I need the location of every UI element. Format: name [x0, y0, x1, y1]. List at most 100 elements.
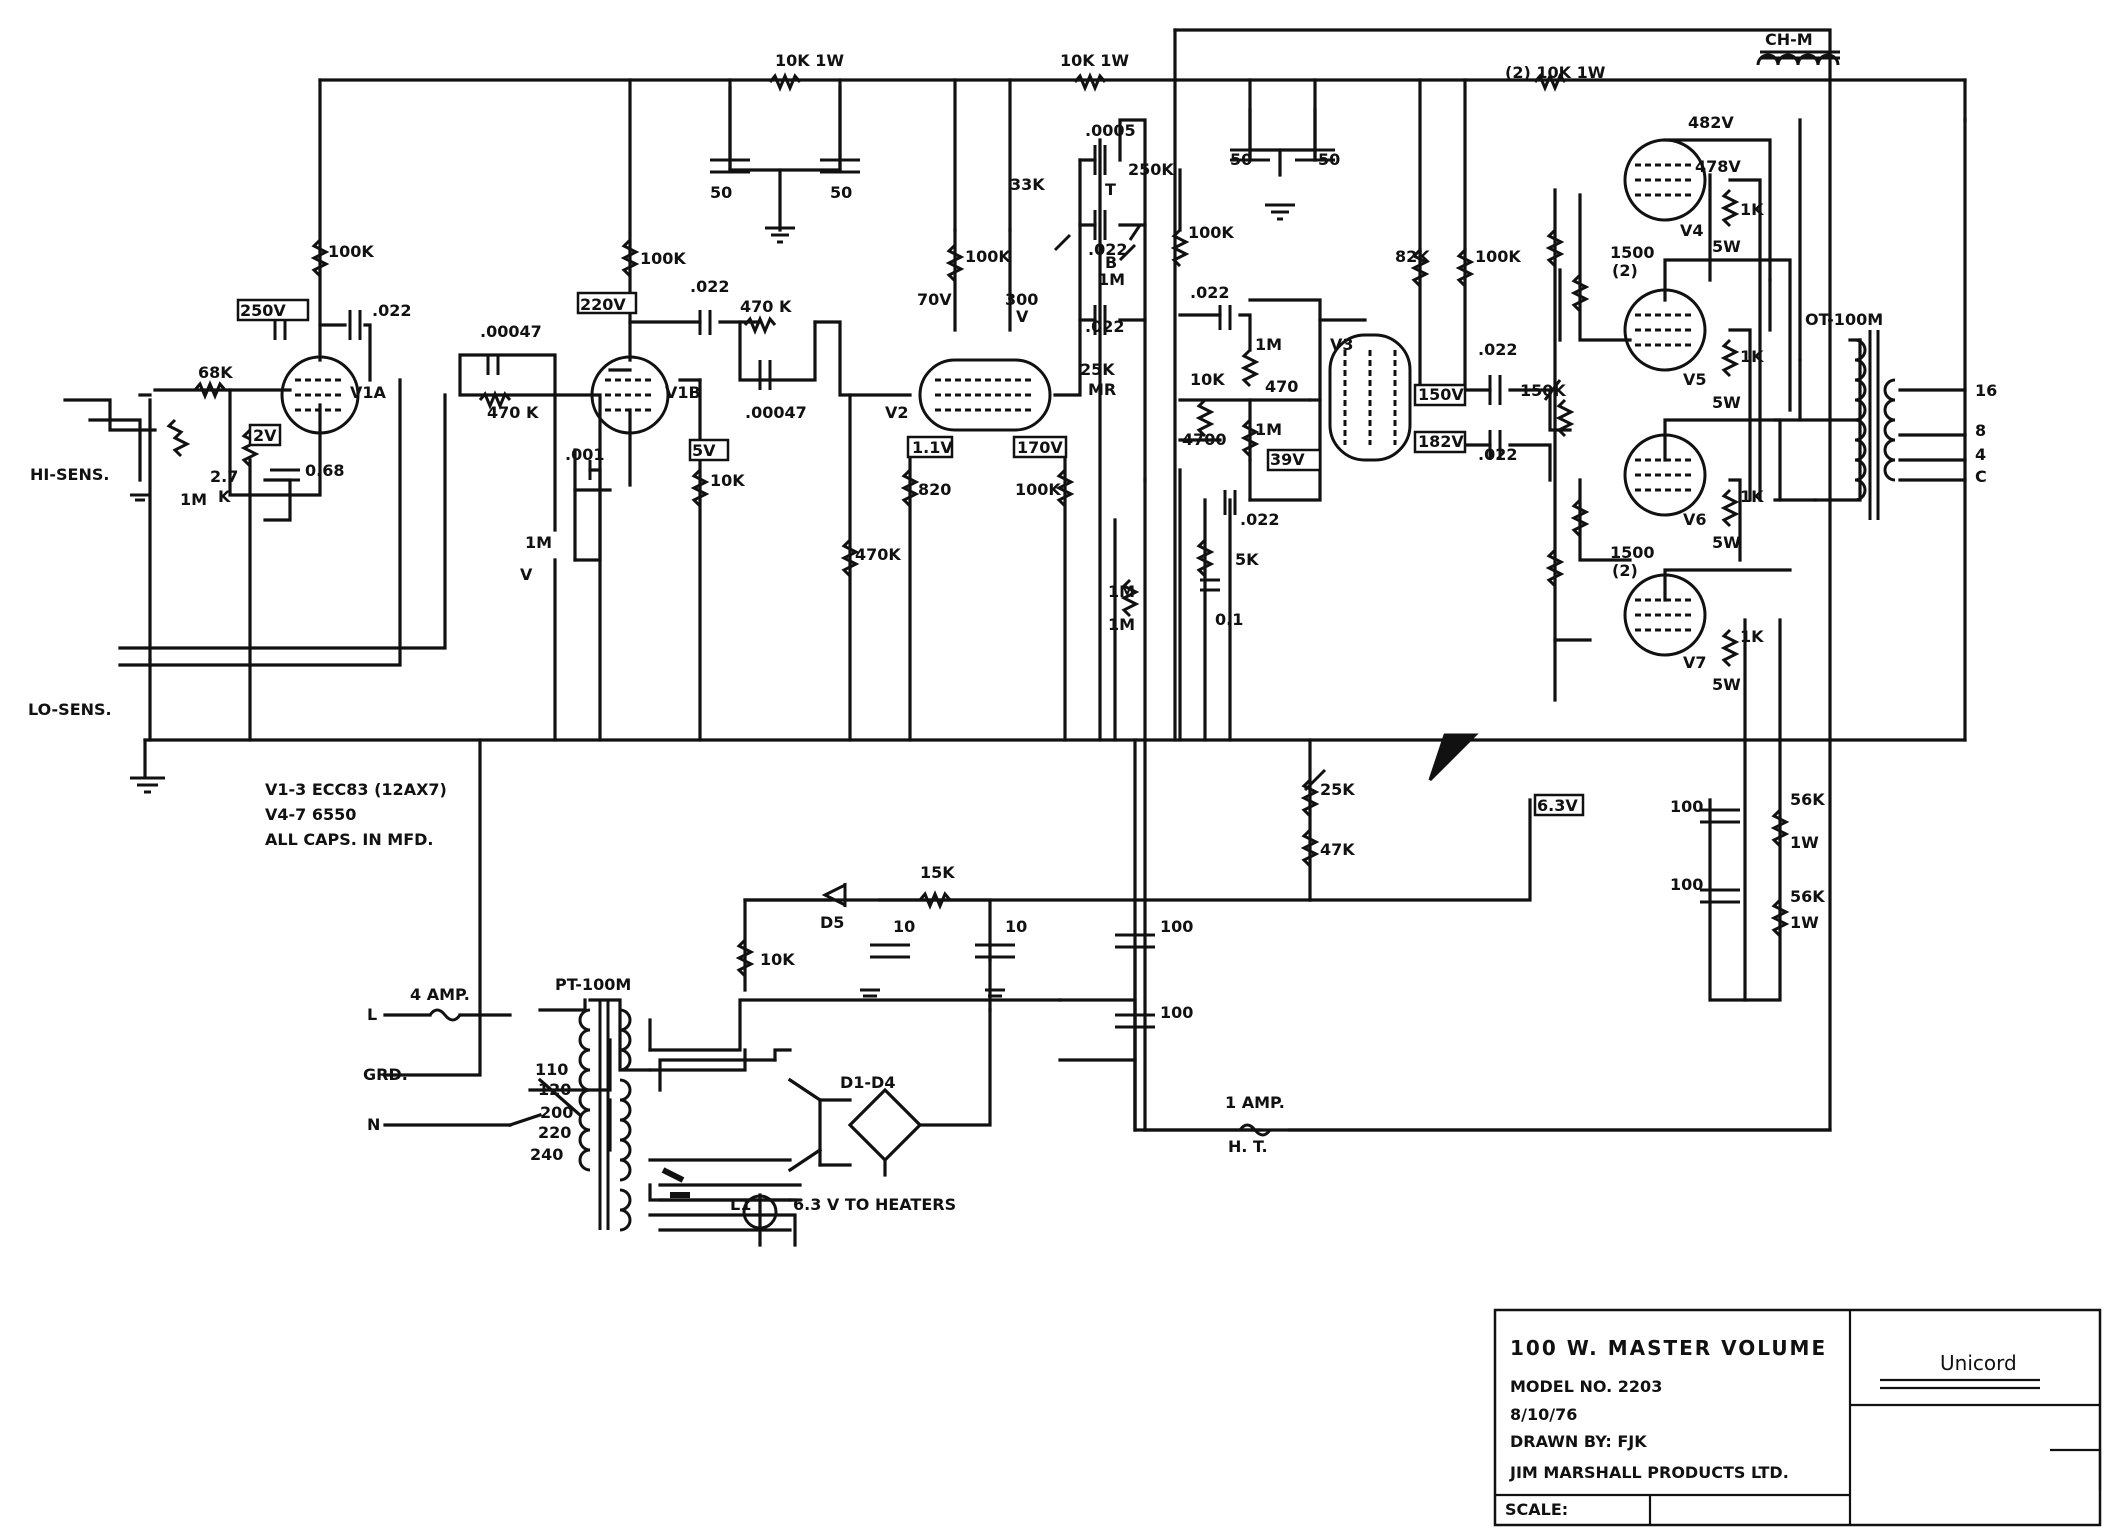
res-1500-a-qty: (2): [1612, 261, 1638, 280]
voltage-v3-a: 150V: [1418, 385, 1464, 404]
pot-treble-250k: 250K: [1128, 160, 1174, 179]
cap-100-b: 100: [1160, 1003, 1193, 1022]
cap-022-pi2: .022: [1240, 510, 1279, 529]
cap-50-a: 50: [710, 183, 732, 202]
res-1500-b-qty: (2): [1612, 561, 1638, 580]
output-tap-4: 4: [1975, 445, 1986, 464]
pot-middle-25k: 25K: [1080, 360, 1115, 379]
res-150k: 150K: [1520, 381, 1566, 400]
res-1k-v6: 1K: [1740, 487, 1764, 506]
cap-022-out-b: .022: [1478, 445, 1517, 464]
pot-treble-t: T: [1105, 180, 1116, 199]
input-lo-sens: LO-SENS.: [28, 700, 112, 719]
res-25k-bias: 25K: [1320, 780, 1355, 799]
tube-v2-envelope: [918, 358, 1052, 432]
cap-100-a: 100: [1160, 917, 1193, 936]
res-1m-mv-a: 1M: [1108, 582, 1135, 601]
tube-v2: V2: [885, 403, 909, 422]
res-47k: 47K: [1320, 840, 1355, 859]
tube-v7-envelope: [1623, 573, 1707, 657]
tube-v3: V3: [1330, 335, 1354, 354]
cap-10-a: 10: [893, 917, 915, 936]
cap-10-b: 10: [1005, 917, 1027, 936]
res-v2-cathode-b: 100K: [1015, 480, 1061, 499]
voltage-v3-c: 39V: [1270, 450, 1305, 469]
res-10k-1w-b: 10K 1W: [1060, 51, 1129, 70]
cap-001: .001: [565, 445, 604, 464]
cap-v1b-coupling: .022: [690, 277, 729, 296]
mains-neutral: N: [367, 1115, 380, 1134]
res-1500-a: 1500: [1610, 243, 1655, 262]
note-power-tubes: V4-7 6550: [265, 805, 356, 824]
mains-live: L: [367, 1005, 377, 1024]
voltage-power-screen: 478V: [1695, 157, 1741, 176]
res-1500-b: 1500: [1610, 543, 1655, 562]
tube-v7: V7: [1683, 653, 1707, 672]
res-10k-ps: 10K: [760, 950, 795, 969]
wires: [63, 28, 1967, 1247]
unicord-logo-fineprint: [1880, 1378, 2040, 1390]
res-5w-v4: 5W: [1712, 237, 1741, 256]
pilot-lamp-symbol: [742, 1194, 778, 1230]
fuse-ht-sub: H. T.: [1228, 1137, 1268, 1156]
power-transformer-label: PT-100M: [555, 975, 631, 994]
output-tap-c: C: [1975, 467, 1987, 486]
res-1m-pi-a: 1M: [1255, 335, 1282, 354]
res-v1b-plate: 100K: [640, 249, 686, 268]
cap-v1a-coupling: .022: [372, 301, 411, 320]
lamp-l1: L1: [730, 1195, 751, 1214]
tube-v3-envelope: [1328, 333, 1412, 462]
ground-symbols: [130, 203, 1295, 998]
voltage-v2-cathode-a: 1.1V: [912, 438, 953, 457]
res-v2-plate: 100K: [965, 247, 1011, 266]
resistor-symbols: [166, 72, 1790, 978]
res-1k-v5: 1K: [1740, 347, 1764, 366]
res-2x-10k-1w: (2) 10K 1W: [1505, 63, 1606, 82]
res-470k-v2: 470K: [855, 545, 901, 564]
voltage-power-plate: 482V: [1688, 113, 1734, 132]
mains-tap-220: 220: [538, 1123, 571, 1142]
res-56k-a-w: 1W: [1790, 833, 1819, 852]
cap-022-t2: .022: [1085, 317, 1124, 336]
cap-0-1: 0.1: [1215, 610, 1243, 629]
cap-0-68: 0.68: [305, 461, 344, 480]
res-82k: 82K: [1395, 247, 1430, 266]
cap-00047-b: .00047: [745, 403, 807, 422]
voltage-v2-plate-a: 70V: [917, 290, 952, 309]
title-block: 100 W. MASTER VOLUME MODEL NO. 2203 8/10…: [1493, 1308, 2102, 1527]
tube-v4: V4: [1680, 221, 1704, 240]
res-56k-b: 56K: [1790, 887, 1825, 906]
tube-v5-envelope: [1623, 288, 1707, 372]
res-2-7k-unit: K: [218, 487, 231, 506]
res-15k: 15K: [920, 863, 955, 882]
res-2-7k: 2.7: [210, 467, 238, 486]
res-5w-v7: 5W: [1712, 675, 1741, 694]
output-tap-16: 16: [1975, 381, 1997, 400]
cap-50-b: 50: [830, 183, 852, 202]
res-10k-1w-a: 10K 1W: [775, 51, 844, 70]
pot-middle-mr: MR: [1088, 380, 1116, 399]
res-470k-fb: 470 K: [487, 403, 539, 422]
res-1m-mv-b: 1M: [1108, 615, 1135, 634]
cap-022-pi: .022: [1190, 283, 1229, 302]
pot-volume-v: V: [520, 565, 533, 584]
voltage-heater: 6.3V: [1537, 796, 1578, 815]
cap-00047-a: .00047: [480, 322, 542, 341]
output-tap-8: 8: [1975, 421, 1986, 440]
res-68k: 68K: [198, 363, 233, 382]
voltage-v1a-cathode: 2V: [253, 426, 277, 445]
res-5w-v6: 5W: [1712, 533, 1741, 552]
labels: 250V .022 100K 68K V1A 2V 2.7 K 0.68 1M …: [28, 30, 1997, 1214]
pot-bass-1m: 1M: [1098, 270, 1125, 289]
res-470k-b: 470 K: [740, 297, 792, 316]
tube-v5: V5: [1683, 370, 1707, 389]
input-hi-sens: HI-SENS.: [30, 465, 109, 484]
res-v1b-cathode: 10K: [710, 471, 745, 490]
heater-label: 6.3 V TO HEATERS: [793, 1195, 956, 1214]
res-1k-v7: 1K: [1740, 627, 1764, 646]
pot-volume-1m: 1M: [525, 533, 552, 552]
res-820: 820: [918, 480, 951, 499]
tube-v4-envelope: [1623, 138, 1707, 222]
cap-50-d: 50: [1318, 150, 1340, 169]
